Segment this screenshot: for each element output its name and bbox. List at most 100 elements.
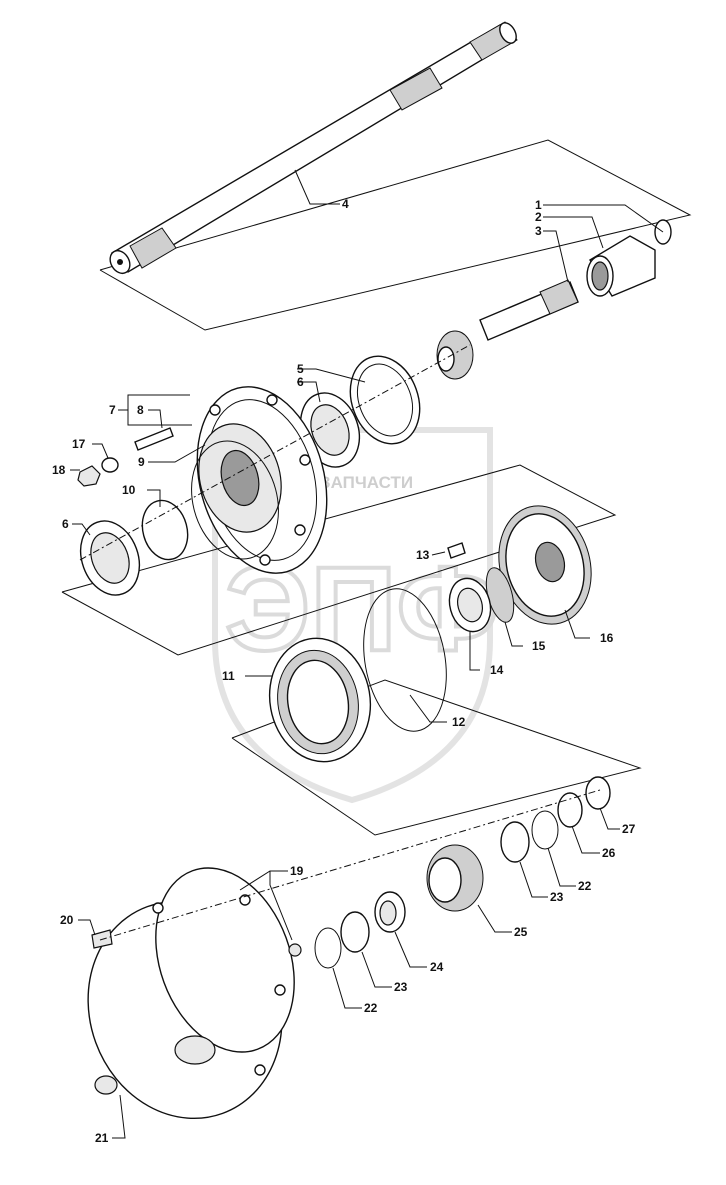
ring-27 [585, 776, 611, 810]
hub-bore [220, 449, 260, 507]
ring-22-lower [314, 927, 342, 969]
ring-gear [268, 637, 372, 763]
callout-16: 16 [600, 631, 614, 645]
assembly-plane-outline [99, 139, 692, 331]
leader-21 [112, 1094, 126, 1139]
cover-flange [155, 867, 295, 1053]
axle-shaft-center-hole [117, 259, 123, 265]
callout-22-upper: 22 [578, 879, 592, 893]
watermark-shield-shape [212, 427, 493, 804]
leader-23a [519, 861, 548, 898]
leader-15 [504, 621, 523, 647]
hub-bolt-hole-4 [259, 554, 271, 566]
leader-26 [571, 825, 600, 854]
callout-26: 26 [602, 846, 616, 860]
callout-23-upper: 23 [550, 890, 564, 904]
leader-1 [543, 204, 664, 233]
hub-bolt-hole-5 [209, 404, 221, 416]
leader-3 [543, 230, 569, 283]
callout-9: 9 [138, 455, 145, 469]
callout-19: 19 [290, 864, 304, 878]
planet-carrier [498, 505, 592, 625]
leader-24 [394, 931, 427, 968]
leader-7b [127, 410, 192, 426]
leader-14 [469, 632, 480, 671]
hub-plane-outline [61, 464, 617, 656]
callout-6-lower: 6 [62, 517, 69, 531]
axle-shaft-plane [99, 139, 692, 331]
planet-gear [426, 844, 484, 912]
callout-23-lower: 23 [394, 980, 408, 994]
hub-bolt-hole-3 [294, 524, 306, 536]
end-cover [87, 867, 295, 1120]
drain-plug [94, 1075, 118, 1095]
leader-25 [477, 904, 512, 933]
cover-axis [99, 789, 601, 941]
large-seal-inner [356, 363, 414, 437]
cover-drain-port [174, 1035, 216, 1065]
spacer-ring [141, 499, 189, 561]
seal-lower-inner [90, 532, 130, 584]
cover-bolt-hole-4 [254, 1064, 266, 1076]
ring-23-lower [340, 911, 370, 953]
cover-plug-small [288, 943, 302, 957]
bushing [586, 235, 656, 297]
callout-27: 27 [622, 822, 636, 836]
callout-18: 18 [52, 463, 66, 477]
leader-20 [78, 919, 96, 936]
large-snap-ring [363, 588, 447, 732]
axle-shaft-spline-left [129, 227, 177, 269]
roller-bearing [374, 891, 406, 933]
callout-labels: 1 2 3 4 5 6 7 8 9 10 17 18 6 13 16 15 14… [52, 197, 636, 1145]
leader-2 [543, 216, 604, 249]
callout-12: 12 [452, 715, 466, 729]
axle-shaft-spline-middle [389, 67, 443, 111]
callout-15: 15 [532, 639, 546, 653]
callout-25: 25 [514, 925, 528, 939]
leader-4 [294, 169, 340, 205]
leader-7 [118, 394, 190, 411]
leader-22a [547, 847, 576, 887]
callout-14: 14 [490, 663, 504, 677]
leader-27 [599, 807, 620, 830]
hub-bolt-hole-1 [266, 394, 278, 406]
callout-5: 5 [297, 362, 304, 376]
callout-10: 10 [122, 483, 136, 497]
leader-13 [431, 551, 446, 556]
ring-gear-inner [286, 659, 350, 745]
callout-17: 17 [72, 437, 86, 451]
axle-shaft [109, 21, 518, 275]
carrier-bolt [447, 542, 466, 559]
callout-3: 3 [535, 224, 542, 238]
leader-22b [332, 967, 362, 1009]
stud-body [134, 427, 174, 451]
leader-23b [361, 951, 392, 988]
hex-nut [77, 465, 101, 487]
ring-22-upper [531, 810, 559, 850]
sun-shaft-spline [539, 279, 579, 315]
cover-bolt-hole-1 [152, 902, 164, 914]
leader-lines [70, 169, 664, 1139]
axle-shaft-body [110, 24, 517, 273]
leader-9 [148, 444, 206, 463]
leader-10 [147, 489, 161, 507]
leader-8 [148, 409, 163, 429]
callout-22-lower: 22 [364, 1001, 378, 1015]
ring-26 [557, 792, 583, 828]
planet-gear-face [428, 857, 462, 903]
hub-bolt-hole-2 [299, 454, 311, 466]
leader-6a [297, 381, 321, 403]
wheel-stud [134, 427, 174, 451]
sun-gear-face [437, 346, 455, 372]
axis-lines [79, 344, 601, 941]
carrier-bore [534, 541, 566, 583]
callout-20: 20 [60, 913, 74, 927]
leader-12 [409, 694, 447, 723]
callout-7: 7 [109, 403, 116, 417]
callout-11: 11 [222, 669, 235, 683]
hub-axis [79, 344, 471, 561]
sun-gear-shaft [436, 279, 579, 380]
callout-8: 8 [137, 403, 144, 417]
